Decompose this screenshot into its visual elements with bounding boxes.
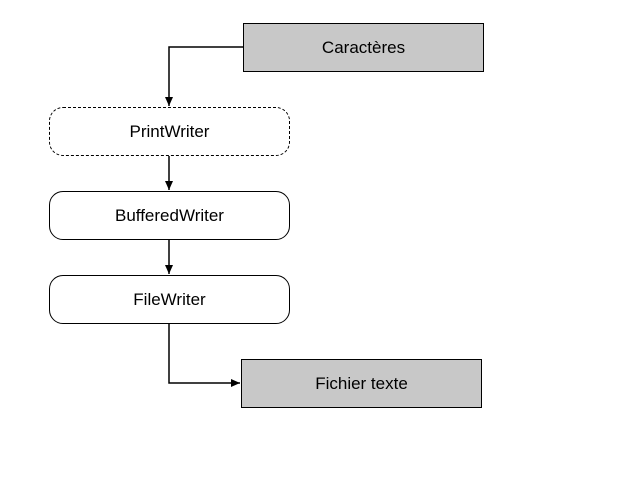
arrow-source-to-printwriter (165, 46, 243, 106)
bufferedwriter-box: BufferedWriter (49, 191, 290, 240)
arrow-filewriter-to-file (168, 324, 240, 387)
bufferedwriter-label: BufferedWriter (115, 205, 224, 225)
source-characters-label: Caractères (321, 37, 406, 57)
filewriter-label: FileWriter (133, 289, 206, 309)
filewriter-box: FileWriter (49, 275, 290, 324)
printwriter-box: PrintWriter (49, 107, 290, 156)
printwriter-label: PrintWriter (129, 121, 210, 141)
text-file-box: Fichier texte (241, 359, 482, 408)
source-characters-box: Caractères (243, 23, 484, 72)
text-file-label: Fichier texte (315, 373, 408, 393)
